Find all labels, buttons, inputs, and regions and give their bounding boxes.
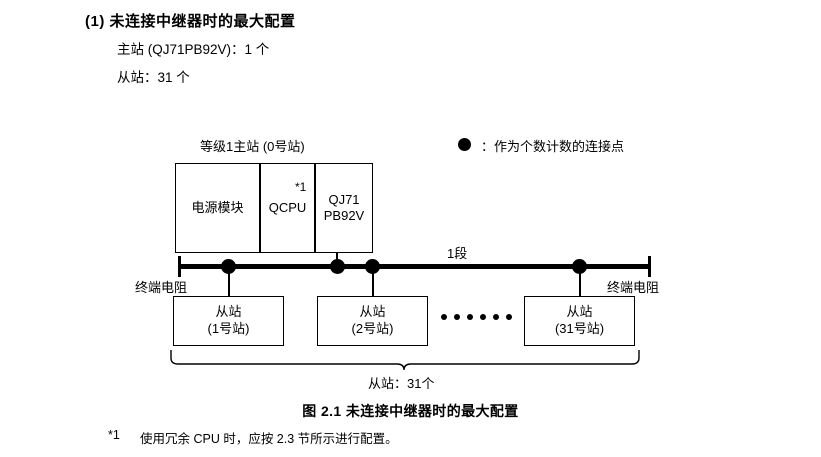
qcpu-label: QCPU bbox=[268, 199, 307, 215]
master-station-count-line: 主站 (QJ71PB92V)：1 个 bbox=[117, 42, 270, 57]
qj71pb92v-label: QJ71 PB92V bbox=[323, 191, 365, 223]
connection-node-dot bbox=[330, 259, 345, 274]
terminator-right-label: 终端电阻 bbox=[607, 280, 660, 295]
slave-group-brace bbox=[170, 350, 640, 371]
footnote-ref-marker: *1 bbox=[295, 180, 307, 194]
terminator-left-label: 终端电阻 bbox=[135, 280, 188, 295]
bus-trunk-line bbox=[178, 264, 651, 269]
power-module-label: 电源模块 bbox=[191, 199, 244, 215]
slave-drop-line bbox=[228, 266, 230, 296]
qj71pb92v-box: QJ71 PB92V bbox=[315, 163, 373, 253]
slave-station-box: 从站 (1号站) bbox=[173, 296, 284, 346]
slave-station-number: (1号站) bbox=[207, 321, 250, 336]
page-title: (1) 未连接中继器时的最大配置 bbox=[85, 13, 296, 30]
terminator-left-cap bbox=[178, 256, 181, 277]
slave-group-label: 从站：31个 bbox=[368, 376, 435, 391]
terminator-right-cap bbox=[648, 256, 651, 277]
power-module-box: 电源模块 bbox=[175, 163, 260, 253]
footnote-text: 使用冗余 CPU 时，应按 2.3 节所示进行配置。 bbox=[140, 432, 398, 446]
master-station-label: 等级1主站 (0号站) bbox=[200, 139, 305, 154]
figure-caption: 图 2.1 未连接中继器时的最大配置 bbox=[302, 403, 519, 419]
slave-drop-line bbox=[372, 266, 374, 296]
slave-station-number: (31号站) bbox=[554, 321, 605, 336]
slave-drop-line bbox=[579, 266, 581, 296]
qcpu-box: QCPU bbox=[260, 163, 315, 253]
slave-station-count-line: 从站：31 个 bbox=[117, 70, 190, 85]
slave-station-number: (2号站) bbox=[351, 321, 394, 336]
segment-label: 1段 bbox=[447, 246, 468, 261]
ellipsis-dots-icon bbox=[441, 314, 512, 320]
legend-label: ：作为个数计数的连接点 bbox=[481, 139, 625, 154]
slave-station-box: 从站 (2号站) bbox=[317, 296, 428, 346]
slave-station-title: 从站 bbox=[359, 304, 386, 320]
legend-dot-icon bbox=[458, 138, 471, 151]
footnote-marker: *1 bbox=[108, 428, 120, 442]
slave-station-box: 从站 (31号站) bbox=[524, 296, 635, 346]
slave-station-title: 从站 bbox=[215, 304, 242, 320]
slave-station-title: 从站 bbox=[566, 304, 593, 320]
